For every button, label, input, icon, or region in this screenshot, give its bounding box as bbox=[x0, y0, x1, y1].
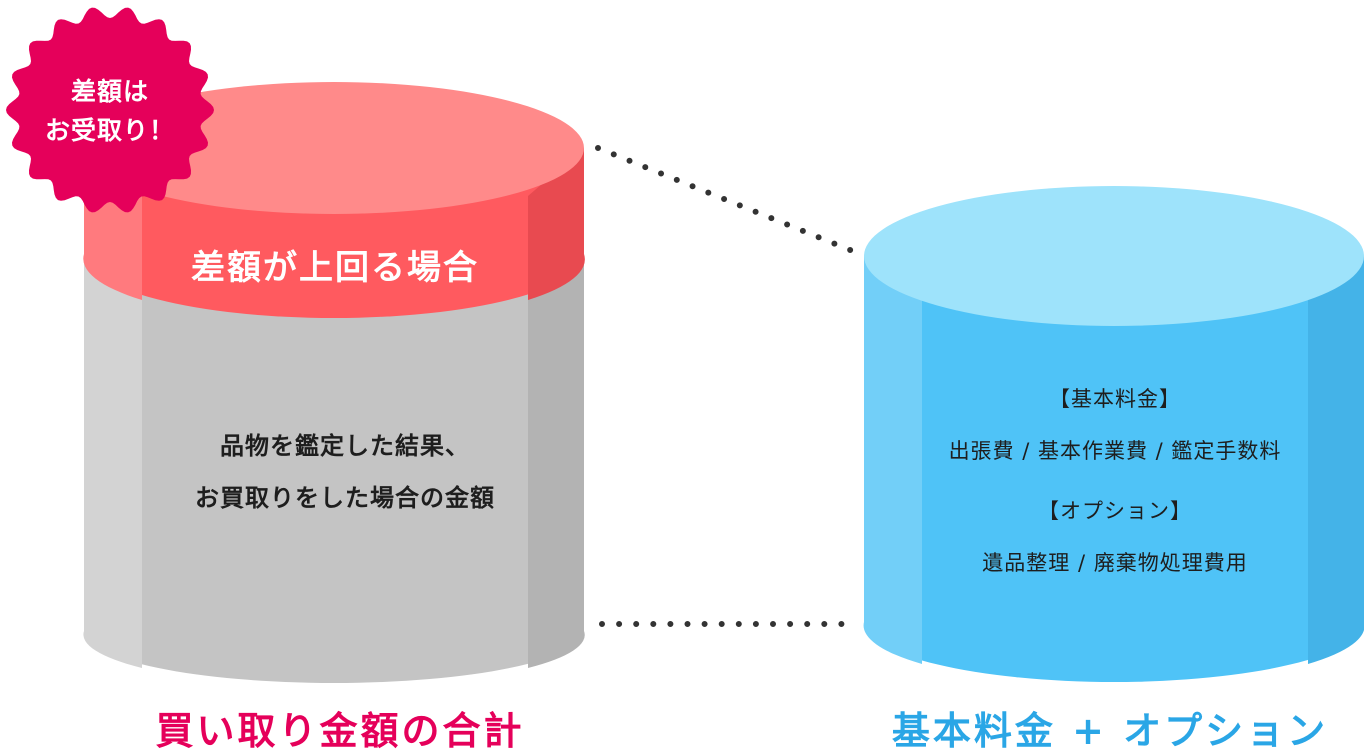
left-band-label: 差額が上回る場合 bbox=[191, 248, 479, 288]
badge-text: 差額は お受取り！ bbox=[20, 72, 200, 150]
right-cylinder bbox=[863, 186, 1364, 682]
option-heading: 【オプション】 bbox=[1038, 499, 1192, 523]
right-caption: 基本料金 + オプション bbox=[891, 709, 1329, 753]
left-cylinder-red-shade-right bbox=[528, 148, 585, 300]
description-line-2: お買取りをした場合の金額 bbox=[195, 484, 495, 512]
right-cylinder-body bbox=[864, 256, 1364, 682]
option-items: 遺品整理 / 廃棄物処理費用 bbox=[982, 551, 1248, 575]
description-line-1: 品物を鑑定した結果、 bbox=[220, 432, 470, 460]
left-cylinder-description: 品物を鑑定した結果、 お買取りをした場合の金額 bbox=[120, 420, 570, 524]
left-cylinder-body-shade-left bbox=[83, 254, 142, 668]
left-cylinder-body bbox=[84, 254, 584, 683]
left-cylinder-body-shade-right bbox=[528, 254, 585, 668]
basic-fee-items: 出張費 / 基本作業費 / 鑑定手数料 bbox=[948, 439, 1282, 463]
badge-scalloped-circle bbox=[6, 7, 214, 213]
badge-line-1: 差額は bbox=[70, 77, 149, 106]
badge-line-2: お受取り！ bbox=[44, 116, 175, 145]
right-cylinder-shade-left bbox=[863, 256, 922, 664]
right-cylinder-shade-right bbox=[1308, 256, 1364, 664]
right-cylinder-top bbox=[864, 186, 1364, 326]
basic-fee-heading: 【基本料金】 bbox=[1049, 387, 1181, 411]
right-cylinder-content: 【基本料金】 出張費 / 基本作業費 / 鑑定手数料 【オプション】 遺品整理 … bbox=[880, 384, 1350, 578]
left-cylinder bbox=[83, 82, 585, 683]
top-dotted-connector bbox=[595, 145, 863, 257]
left-caption: 買い取り金額の合計 bbox=[155, 709, 525, 753]
